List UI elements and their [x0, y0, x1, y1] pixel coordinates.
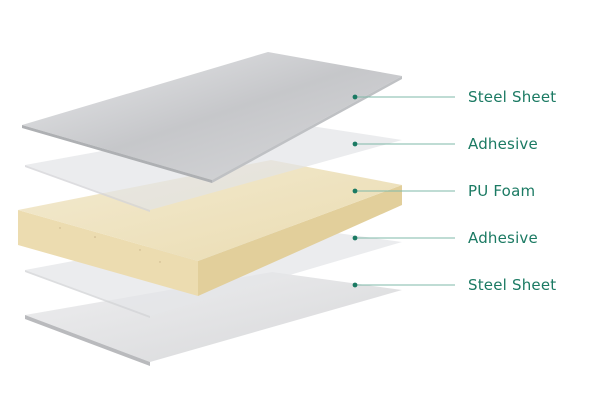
bottom-steel-sheet-layer: [25, 272, 402, 366]
marker-dot: [352, 141, 358, 147]
marker-dot: [352, 94, 358, 100]
label-adhesive-bottom: Adhesive: [468, 229, 538, 247]
marker-dot: [352, 235, 358, 241]
label-adhesive-top: Adhesive: [468, 135, 538, 153]
label-steel-sheet-bottom: Steel Sheet: [468, 276, 557, 294]
leader-line-steel-sheet-bottom: [352, 282, 455, 288]
leader-line-pu-foam: [352, 188, 455, 194]
pu-foam-layer: [18, 160, 402, 296]
marker-dot: [352, 188, 358, 194]
leader-line-adhesive-bottom: [352, 235, 455, 241]
leader-line-adhesive-top: [352, 141, 455, 147]
label-steel-sheet-top: Steel Sheet: [468, 88, 557, 106]
marker-dot: [352, 282, 358, 288]
leader-line-steel-sheet-top: [352, 94, 455, 100]
label-pu-foam: PU Foam: [468, 182, 536, 200]
top-steel-sheet-layer: [22, 52, 402, 183]
